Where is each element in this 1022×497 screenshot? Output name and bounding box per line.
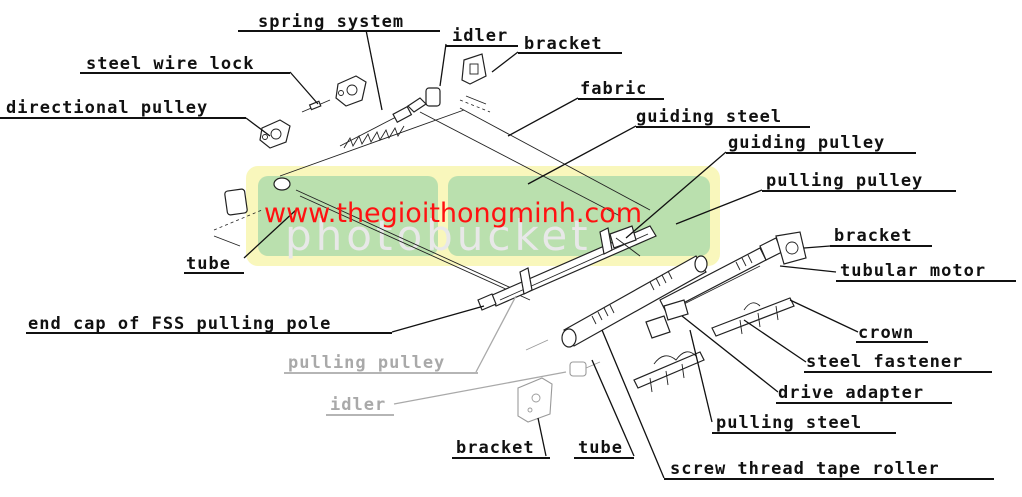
label-spring-system: spring system [258, 12, 404, 32]
bracket-top-part [461, 53, 487, 85]
label-idler-top: idler [452, 26, 508, 46]
steel-fastener-right [711, 297, 795, 337]
watermark-photobucket: photobucket [285, 211, 592, 260]
label-tube-left: tube [186, 254, 231, 274]
label-steel-wire-lock: steel wire lock [86, 54, 255, 74]
watermark-url: www.thegioithongminh.com [264, 198, 642, 229]
main-roller-tube [561, 255, 708, 348]
label-end-cap: end cap of FSS pulling pole [28, 314, 331, 334]
label-pulling-pulley-bottom: pulling pulley [288, 353, 445, 373]
label-idler-bottom: idler [330, 395, 386, 415]
label-pulling-pulley-top: pulling pulley [766, 171, 923, 191]
bracket-bottom-part [517, 377, 553, 423]
label-tubular-motor: tubular motor [840, 261, 986, 281]
wire-lock-bracket [335, 75, 367, 107]
label-bracket-right: bracket [834, 226, 913, 246]
label-pulling-steel: pulling steel [716, 413, 862, 433]
label-bracket-bottom: bracket [456, 438, 535, 458]
directional-pulley-bracket [259, 119, 291, 149]
tubular-motor-part [659, 231, 807, 313]
label-directional-pulley: directional pulley [6, 98, 208, 118]
spring-coil [339, 105, 413, 149]
label-crown: crown [858, 323, 914, 343]
label-screw-thread-tape-roller: screw thread tape roller [670, 459, 940, 479]
label-steel-fastener: steel fastener [806, 352, 963, 372]
label-guiding-steel: guiding steel [636, 107, 782, 127]
crown-part [663, 299, 689, 321]
label-bracket-top: bracket [524, 34, 603, 54]
label-guiding-pulley: guiding pulley [728, 133, 885, 153]
label-fabric: fabric [580, 79, 647, 99]
idler-bottom-part [525, 339, 601, 377]
drive-adapter-part [645, 315, 671, 339]
watermark-overlay: photobucket [246, 166, 720, 266]
idler-top-part [425, 87, 441, 107]
label-tube-bottom: tube [578, 438, 623, 458]
part-labels: spring system idler bracket steel wire l… [0, 12, 1016, 480]
label-drive-adapter: drive adapter [778, 383, 924, 403]
steel-fastener-bottom [633, 351, 705, 393]
leader-lines [243, 29, 859, 479]
parts-drawing [213, 53, 807, 423]
